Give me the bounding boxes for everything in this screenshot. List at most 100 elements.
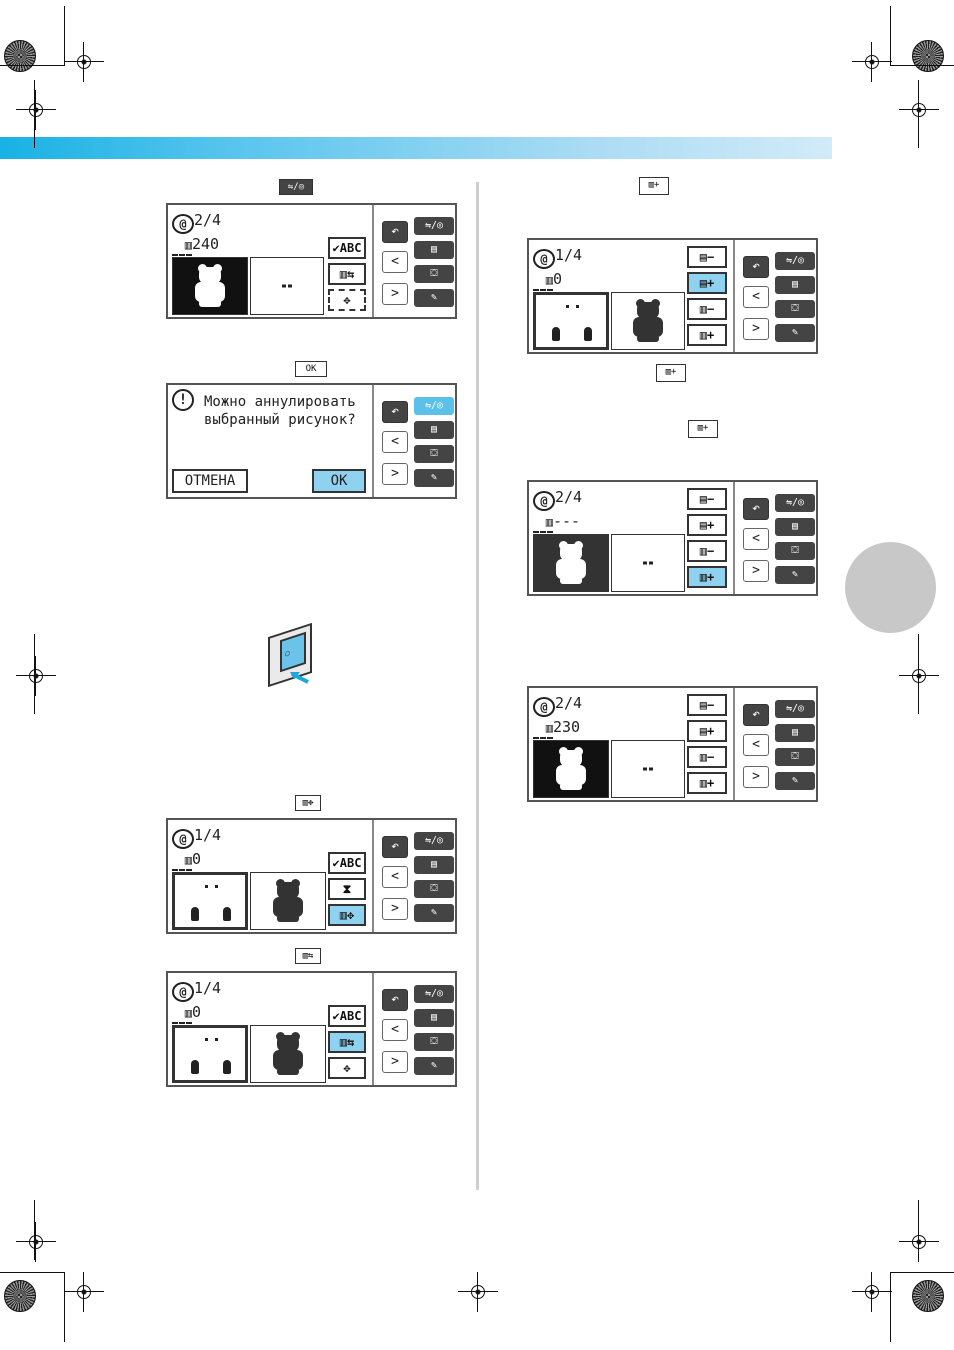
prev-button[interactable]: <: [743, 286, 769, 308]
memory-button[interactable]: ▤: [775, 518, 815, 536]
pattern-thumb-selected[interactable]: [533, 292, 609, 350]
pattern-thumb[interactable]: [250, 1025, 326, 1083]
memory-button[interactable]: ▤: [775, 724, 815, 742]
prev-button[interactable]: <: [382, 251, 408, 273]
needle-plus-button[interactable]: ▥+: [687, 772, 727, 794]
stitch-counter: ▥0: [172, 1003, 201, 1024]
lcd-panel-f: @2/4 ▥--- ▤− ▤+ ▥− ▥+ ↶ ⇋/◎ < ▤ ⛋ > ✎: [527, 480, 818, 596]
ok-button[interactable]: OK: [312, 469, 366, 493]
back-button[interactable]: ↶: [743, 256, 769, 278]
pattern-select-button[interactable]: ⇋/◎: [414, 217, 454, 235]
needle-icon: ▥: [172, 1004, 192, 1024]
hoop-button[interactable]: ⛋: [414, 265, 454, 283]
edit-button[interactable]: ✎: [414, 469, 454, 487]
next-button[interactable]: >: [382, 1051, 408, 1073]
pattern-icon: @: [533, 491, 555, 511]
pattern-icon: @: [533, 249, 555, 269]
edit-button[interactable]: ✎: [414, 1057, 454, 1075]
stitch-counter: ▥---: [533, 512, 580, 533]
check-abc-button[interactable]: ✔ABC: [328, 1005, 366, 1027]
pattern-select-button[interactable]: ⇋/◎: [414, 832, 454, 850]
prev-button[interactable]: <: [382, 1019, 408, 1041]
back-button[interactable]: ↶: [382, 836, 408, 858]
pattern-thumb-selected[interactable]: [533, 534, 609, 592]
memory-button[interactable]: ▤: [414, 421, 454, 439]
pattern-select-button[interactable]: ⇋/◎: [775, 700, 815, 718]
pattern-thumb[interactable]: [611, 292, 685, 350]
pattern-thumb[interactable]: [611, 534, 685, 592]
back-button[interactable]: ↶: [382, 401, 408, 423]
hoop-button[interactable]: ⛋: [775, 300, 815, 318]
needle-minus-button[interactable]: ▥−: [687, 746, 727, 768]
frame-minus-button[interactable]: ▤−: [687, 694, 727, 716]
cancel-button[interactable]: ОТМЕНА: [172, 469, 248, 493]
crop-line: [918, 80, 919, 148]
frame-plus-button[interactable]: ▤+: [687, 272, 727, 294]
chapter-tab-circle: [845, 542, 936, 633]
stitch-back-button[interactable]: ▥⇆: [328, 1031, 366, 1053]
back-button[interactable]: ↶: [743, 498, 769, 520]
needle-plus-button[interactable]: ▥+: [687, 324, 727, 346]
color-rosette-bottom-left: [4, 1280, 36, 1312]
pattern-select-button[interactable]: ⇋/◎: [775, 252, 815, 270]
pattern-thumb-selected[interactable]: [172, 257, 248, 315]
hoop-button[interactable]: ⛋: [414, 880, 454, 898]
check-abc-button[interactable]: ✔ABC: [328, 852, 366, 874]
check-abc-button[interactable]: ✔ABC: [328, 237, 366, 259]
frame-minus-button[interactable]: ▤−: [687, 488, 727, 510]
prev-button[interactable]: <: [382, 431, 408, 453]
frame-plus-button[interactable]: ▤+: [687, 720, 727, 742]
pattern-thumb-selected[interactable]: [172, 872, 248, 930]
lcd-panel-d: @1/4 ▥0 ✔ABC ▥⇆ ✥ ↶ ⇋/◎ < ▤ ⛋ > ✎: [166, 971, 457, 1087]
stitch-move-button[interactable]: ▥✥: [328, 904, 366, 926]
hoop-button[interactable]: ⛋: [775, 748, 815, 766]
pattern-thumb-selected[interactable]: [172, 1025, 248, 1083]
color-rosette-top-right: [912, 40, 944, 72]
crop-line: [890, 6, 891, 66]
pattern-select-button[interactable]: ⇋/◎: [414, 397, 454, 415]
edit-button[interactable]: ✎: [414, 289, 454, 307]
hoop-button[interactable]: ⛋: [414, 1033, 454, 1051]
back-button[interactable]: ↶: [382, 221, 408, 243]
needle-minus-button[interactable]: ▥−: [687, 540, 727, 562]
memory-button[interactable]: ▤: [414, 241, 454, 259]
edit-button[interactable]: ✎: [775, 324, 815, 342]
pattern-thumb[interactable]: [250, 872, 326, 930]
next-button[interactable]: >: [382, 283, 408, 305]
next-button[interactable]: >: [743, 560, 769, 582]
edit-button[interactable]: ✎: [775, 772, 815, 790]
needle-minus-button[interactable]: ▥−: [687, 298, 727, 320]
needle-plus-button[interactable]: ▥+: [687, 566, 727, 588]
pattern-thumb-selected[interactable]: [533, 740, 609, 798]
prev-button[interactable]: <: [382, 866, 408, 888]
pattern-thumb[interactable]: [250, 257, 324, 315]
pattern-thumb[interactable]: [611, 740, 685, 798]
pattern-select-button[interactable]: ⇋/◎: [775, 494, 815, 512]
frame-minus-button[interactable]: ▤−: [687, 246, 727, 268]
pattern-select-button[interactable]: ⇋/◎: [414, 985, 454, 1003]
hoop-button[interactable]: ⛋: [775, 542, 815, 560]
move-button[interactable]: ✥: [328, 1057, 366, 1079]
memory-button[interactable]: ▤: [775, 276, 815, 294]
memory-button[interactable]: ▤: [414, 1009, 454, 1027]
next-button[interactable]: >: [743, 318, 769, 340]
next-button[interactable]: >: [743, 766, 769, 788]
memory-button[interactable]: ▤: [414, 856, 454, 874]
edit-button[interactable]: ✎: [414, 904, 454, 922]
prev-button[interactable]: <: [743, 528, 769, 550]
lcd-panel-c: @1/4 ▥0 ✔ABC ⧗ ▥✥ ↶ ⇋/◎ < ▤ ⛋ > ✎: [166, 818, 457, 934]
next-button[interactable]: >: [382, 898, 408, 920]
stitch-back-button[interactable]: ▥⇆: [328, 263, 366, 285]
bear-pattern-icon: [554, 541, 588, 585]
hoop-button[interactable]: ⛋: [414, 445, 454, 463]
frame-plus-button[interactable]: ▤+: [687, 514, 727, 536]
edit-button[interactable]: ✎: [775, 566, 815, 584]
registration-mark-right-upper: [899, 90, 939, 130]
next-button[interactable]: >: [382, 463, 408, 485]
back-button[interactable]: ↶: [382, 989, 408, 1011]
panel-divider: [733, 688, 735, 800]
prev-button[interactable]: <: [743, 734, 769, 756]
back-button[interactable]: ↶: [743, 704, 769, 726]
hourglass-button[interactable]: ⧗: [328, 878, 366, 900]
move-button[interactable]: ✥: [328, 289, 366, 311]
